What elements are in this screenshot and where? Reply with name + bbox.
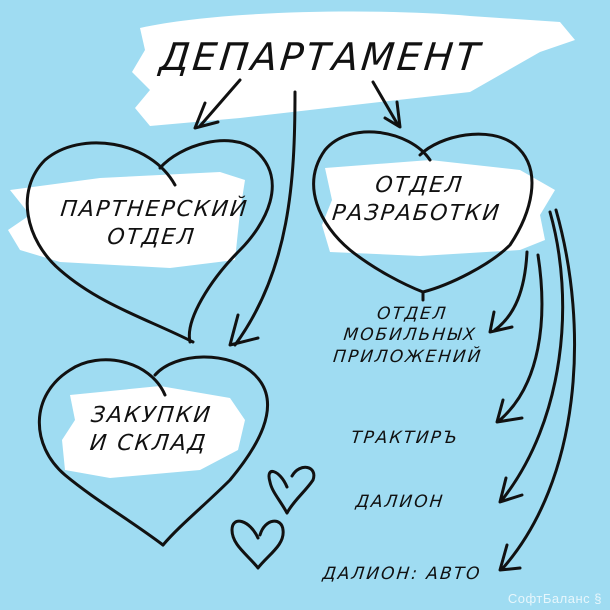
heart-dev-icon — [312, 130, 432, 294]
node-dev: ОТДЕЛ РАЗРАБОТКИ — [315, 172, 521, 227]
arrow-to-dalion-avto — [501, 208, 577, 570]
arrow-to-mobile-head — [488, 310, 514, 334]
small-heart-2-icon — [230, 519, 285, 570]
watermark-logo: СофтБаланс § — [508, 591, 602, 606]
arrow-to-purchasing-head — [228, 313, 260, 347]
node-dev-line2: РАЗРАБОТКИ — [330, 200, 503, 226]
brush-strokes — [8, 11, 575, 478]
arrow-to-purchasing — [233, 90, 297, 347]
heart-purchasing-icon — [37, 358, 167, 547]
arrow-to-dalion-head — [498, 476, 524, 504]
arrow-to-partner-head — [193, 101, 220, 130]
page-title: ДЕПАРТАМЕНТ — [157, 35, 485, 79]
brush-partner — [8, 172, 245, 268]
arrow-to-dalion — [500, 210, 565, 502]
heart-partner-icon — [25, 141, 195, 344]
sub-item-dalion-avto: ДАЛИОН: АВТО — [311, 564, 493, 585]
node-partner-line2: ОТДЕЛ — [106, 224, 198, 250]
node-dev-line1: ОТДЕЛ — [373, 173, 465, 198]
arrow-to-dalion-avto-head — [498, 543, 522, 572]
sub-item-dalion-avto-line1: ДАЛИОН: АВТО — [321, 564, 483, 584]
brush-title — [132, 11, 575, 126]
heart-dev-right-lobe — [418, 132, 534, 302]
brush-purchasing — [62, 386, 245, 478]
sub-item-mobile-line3: ПРИЛОЖЕНИЙ — [332, 346, 484, 367]
sub-item-dalion-line1: ДАЛИОН — [354, 492, 446, 512]
arrow-to-mobile — [493, 250, 529, 332]
sub-item-traktir-line1: ТРАКТИРЪ — [350, 428, 461, 448]
sub-item-mobile-line2: МОБИЛЬНЫХ — [342, 325, 478, 346]
arrow-to-dev — [371, 80, 400, 127]
node-partner: ПАРТНЕРСКИЙ ОТДЕЛ — [35, 196, 271, 251]
sub-item-mobile: ОТДЕЛ МОБИЛЬНЫХ ПРИЛОЖЕНИЙ — [317, 304, 504, 368]
node-purchasing-line1: ЗАКУПКИ — [89, 403, 214, 428]
watermark-text: СофтБаланс — [507, 591, 591, 606]
node-purchasing-line2: И СКЛАД — [88, 430, 209, 456]
arrow-to-dev-head — [383, 100, 402, 129]
node-purchasing: ЗАКУПКИ И СКЛАД — [67, 402, 233, 457]
heart-partner-right-lobe — [158, 139, 274, 344]
arrow-to-traktir-head — [495, 398, 524, 424]
arrow-to-traktir — [498, 253, 544, 422]
brush-dev — [322, 160, 555, 256]
node-partner-line1: ПАРТНЕРСКИЙ — [59, 197, 250, 222]
sub-item-traktir: ТРАКТИРЪ — [339, 428, 471, 449]
small-heart-1-icon — [267, 465, 316, 515]
dollar-s-logo-icon: § — [594, 591, 602, 606]
sub-item-dalion: ДАЛИОН — [339, 492, 461, 513]
heart-purchasing-right-lobe — [153, 355, 269, 547]
sub-item-mobile-line1: ОТДЕЛ — [375, 304, 449, 324]
arrow-to-partner — [198, 78, 242, 128]
